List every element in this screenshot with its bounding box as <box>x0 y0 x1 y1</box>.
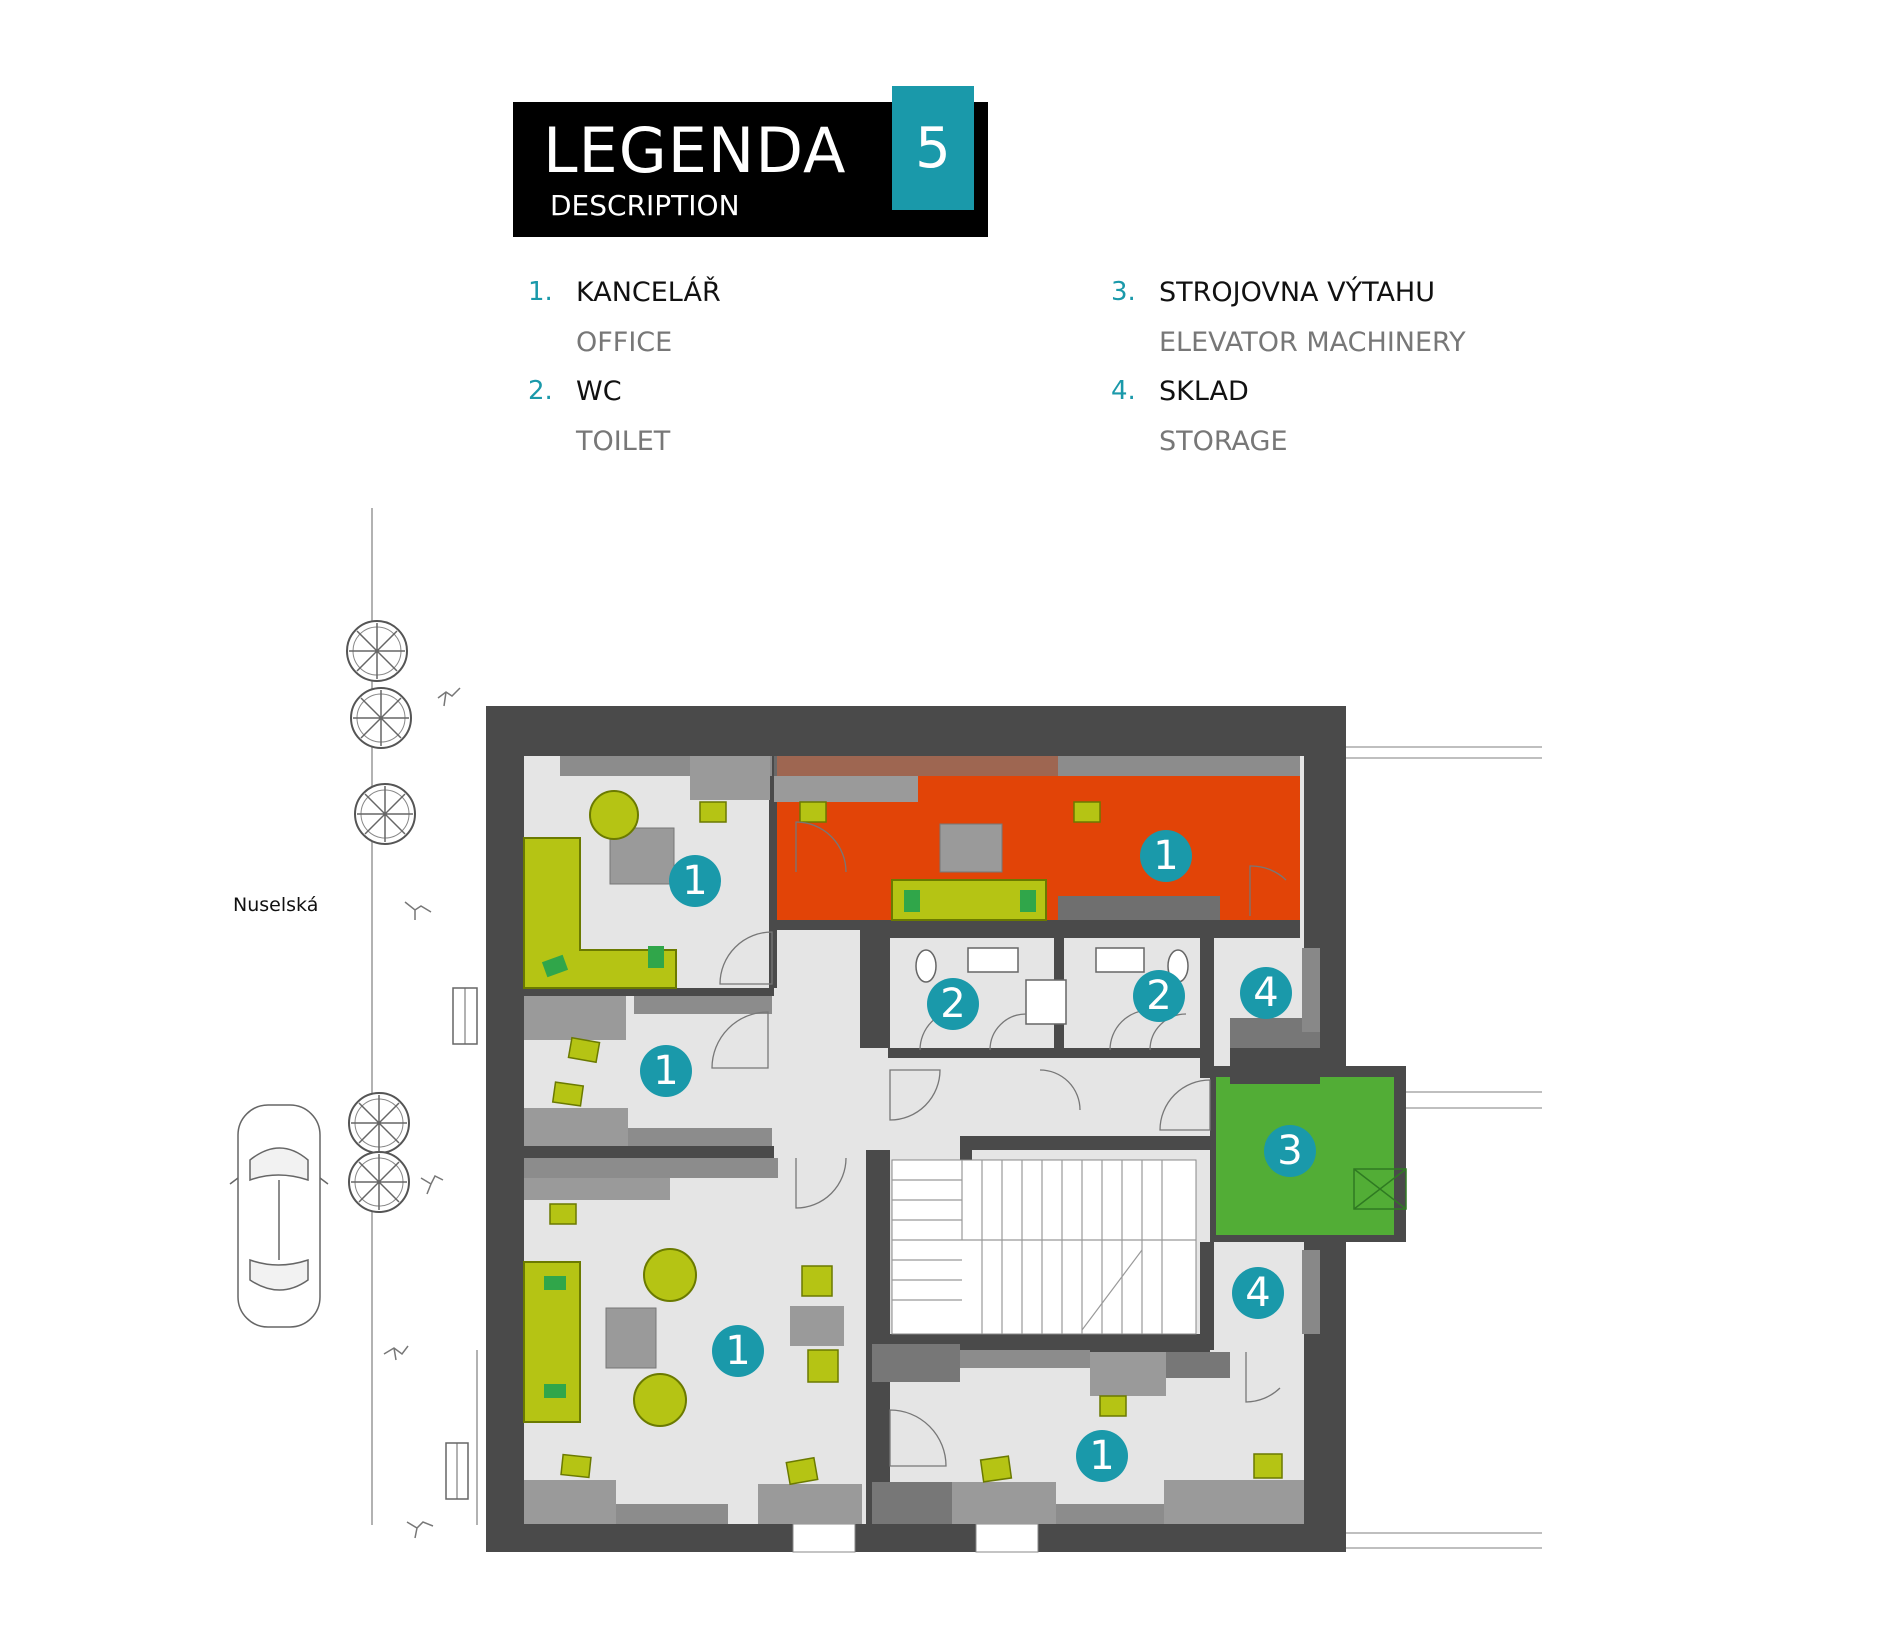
legend-item-label-en: STORAGE <box>1159 426 1288 457</box>
interior-walls <box>524 756 1346 1530</box>
room-number-office: 1 <box>1076 1430 1128 1482</box>
door-swings <box>711 821 1287 1467</box>
tree-icon <box>346 620 408 682</box>
legend-item-number: 4. <box>1111 376 1136 406</box>
room-number-storage: 4 <box>1240 967 1292 1019</box>
tree-icon <box>348 1151 410 1213</box>
cushion-icons <box>541 890 1036 1398</box>
floor-number-badge: 5 <box>892 86 974 210</box>
tree-icon <box>350 687 412 749</box>
legend-title: LEGENDA <box>543 114 847 187</box>
legend-item-number: 1. <box>528 277 553 307</box>
tree-icon <box>354 783 416 845</box>
legend-item-label-cz: WC <box>576 376 622 407</box>
armchair-icons <box>589 790 697 1427</box>
legend-item-number: 2. <box>528 376 553 406</box>
room-number-toilet: 2 <box>1133 970 1185 1022</box>
car-icon <box>229 1104 329 1328</box>
legend-item-label-cz: KANCELÁŘ <box>576 277 721 308</box>
room-number-office: 1 <box>1140 830 1192 882</box>
legend-item-label-en: OFFICE <box>576 327 673 358</box>
room-number-elevator-machinery: 3 <box>1264 1125 1316 1177</box>
legend-subtitle: DESCRIPTION <box>550 189 740 222</box>
room-number-storage: 4 <box>1232 1267 1284 1319</box>
pedestrian-icons <box>383 687 461 1539</box>
room-number-office: 1 <box>640 1045 692 1097</box>
tree-icon <box>348 1092 410 1154</box>
legend-item-label-cz: STROJOVNA VÝTAHU <box>1159 277 1435 308</box>
legend-item-label-en: ELEVATOR MACHINERY <box>1159 327 1466 358</box>
room-number-office: 1 <box>669 855 721 907</box>
legend-item-number: 3. <box>1111 277 1136 307</box>
room-number-office: 1 <box>712 1325 764 1377</box>
legend-item-label-cz: SKLAD <box>1159 376 1249 407</box>
toilet-fixtures <box>915 947 1189 1025</box>
legend-item-label-en: TOILET <box>576 426 671 457</box>
furniture <box>524 756 1320 1524</box>
chair-icons <box>549 801 1283 1486</box>
street-label: Nuselská <box>233 894 319 916</box>
staircase <box>891 1159 1197 1335</box>
room-number-toilet: 2 <box>927 978 979 1030</box>
